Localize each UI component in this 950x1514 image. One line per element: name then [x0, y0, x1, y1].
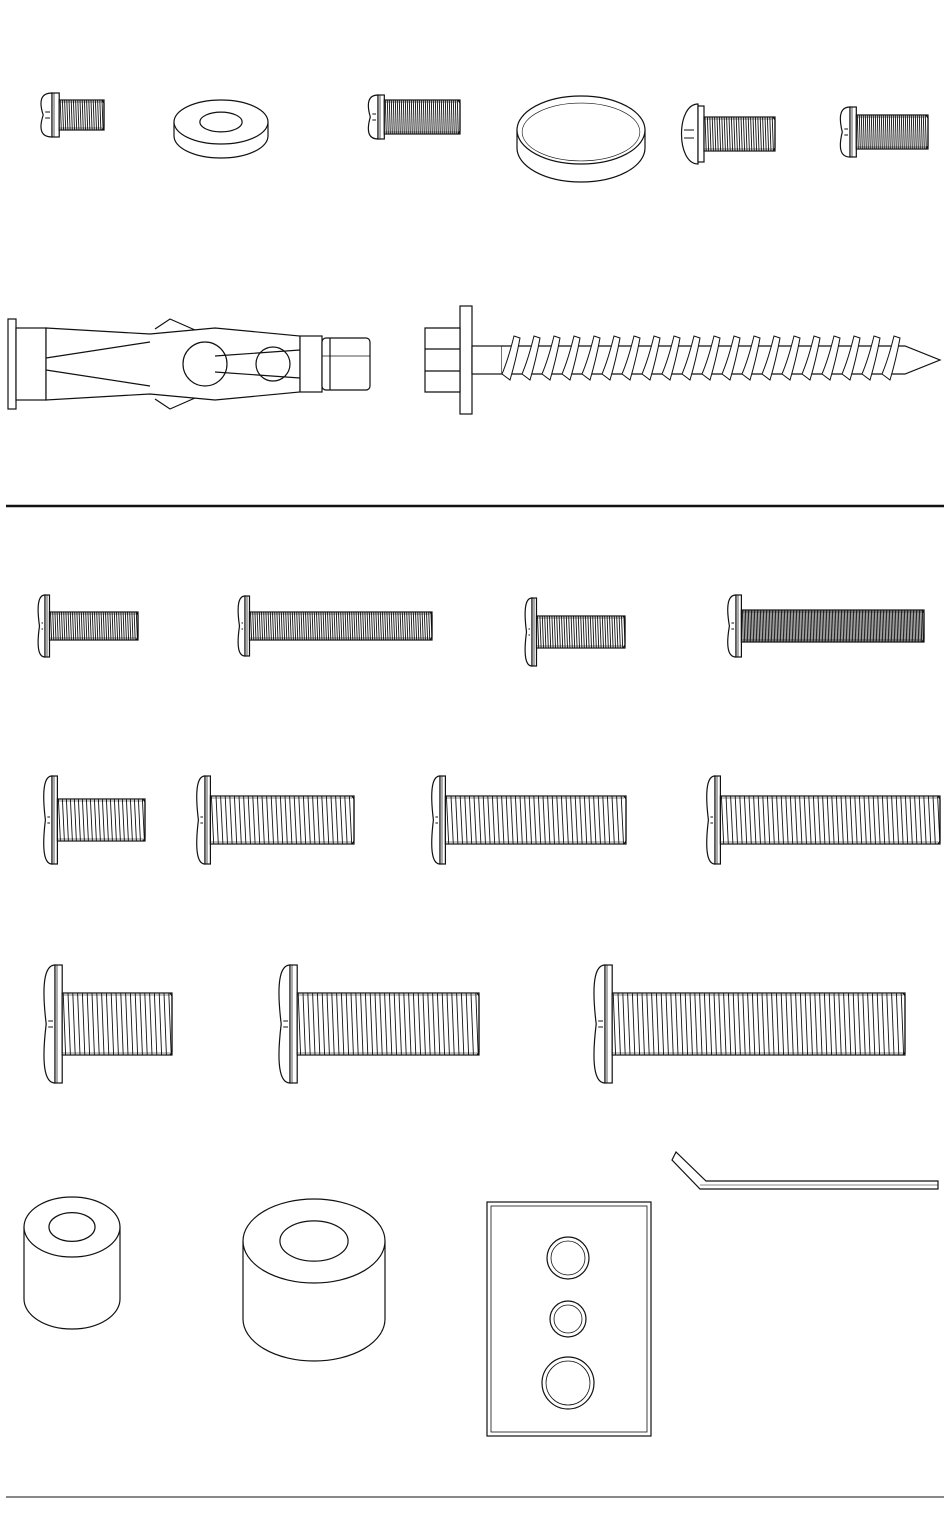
machine-screw-icon: [44, 965, 172, 1083]
machine-screw-icon: [238, 596, 432, 656]
machine-screw-icon: [525, 598, 625, 666]
machine-screw-icon: [594, 965, 905, 1083]
drywall-anchor-icon: [8, 319, 370, 409]
machine-screw-icon: [279, 965, 479, 1083]
spacer-icon: [24, 1197, 120, 1329]
cap-icon: [517, 96, 645, 182]
machine-screw-icon: [38, 595, 138, 657]
washer-icon: [174, 100, 268, 158]
pan-head-screw-icon: [840, 107, 928, 157]
washer-plate-icon: [487, 1202, 651, 1436]
lag-bolt-icon: [425, 306, 940, 414]
machine-screw-icon: [728, 595, 924, 657]
machine-screw-icon: [432, 776, 626, 864]
button-head-screw-icon: [682, 104, 776, 164]
spacer-icon: [243, 1199, 385, 1361]
pan-head-screw-icon: [41, 93, 104, 137]
machine-screw-icon: [197, 776, 354, 864]
machine-screw-icon: [44, 776, 145, 864]
hex-key-icon: [672, 1152, 938, 1189]
hardware-illustrations: [8, 93, 940, 1436]
machine-screw-icon: [707, 776, 940, 864]
pan-head-screw-icon: [368, 95, 460, 139]
